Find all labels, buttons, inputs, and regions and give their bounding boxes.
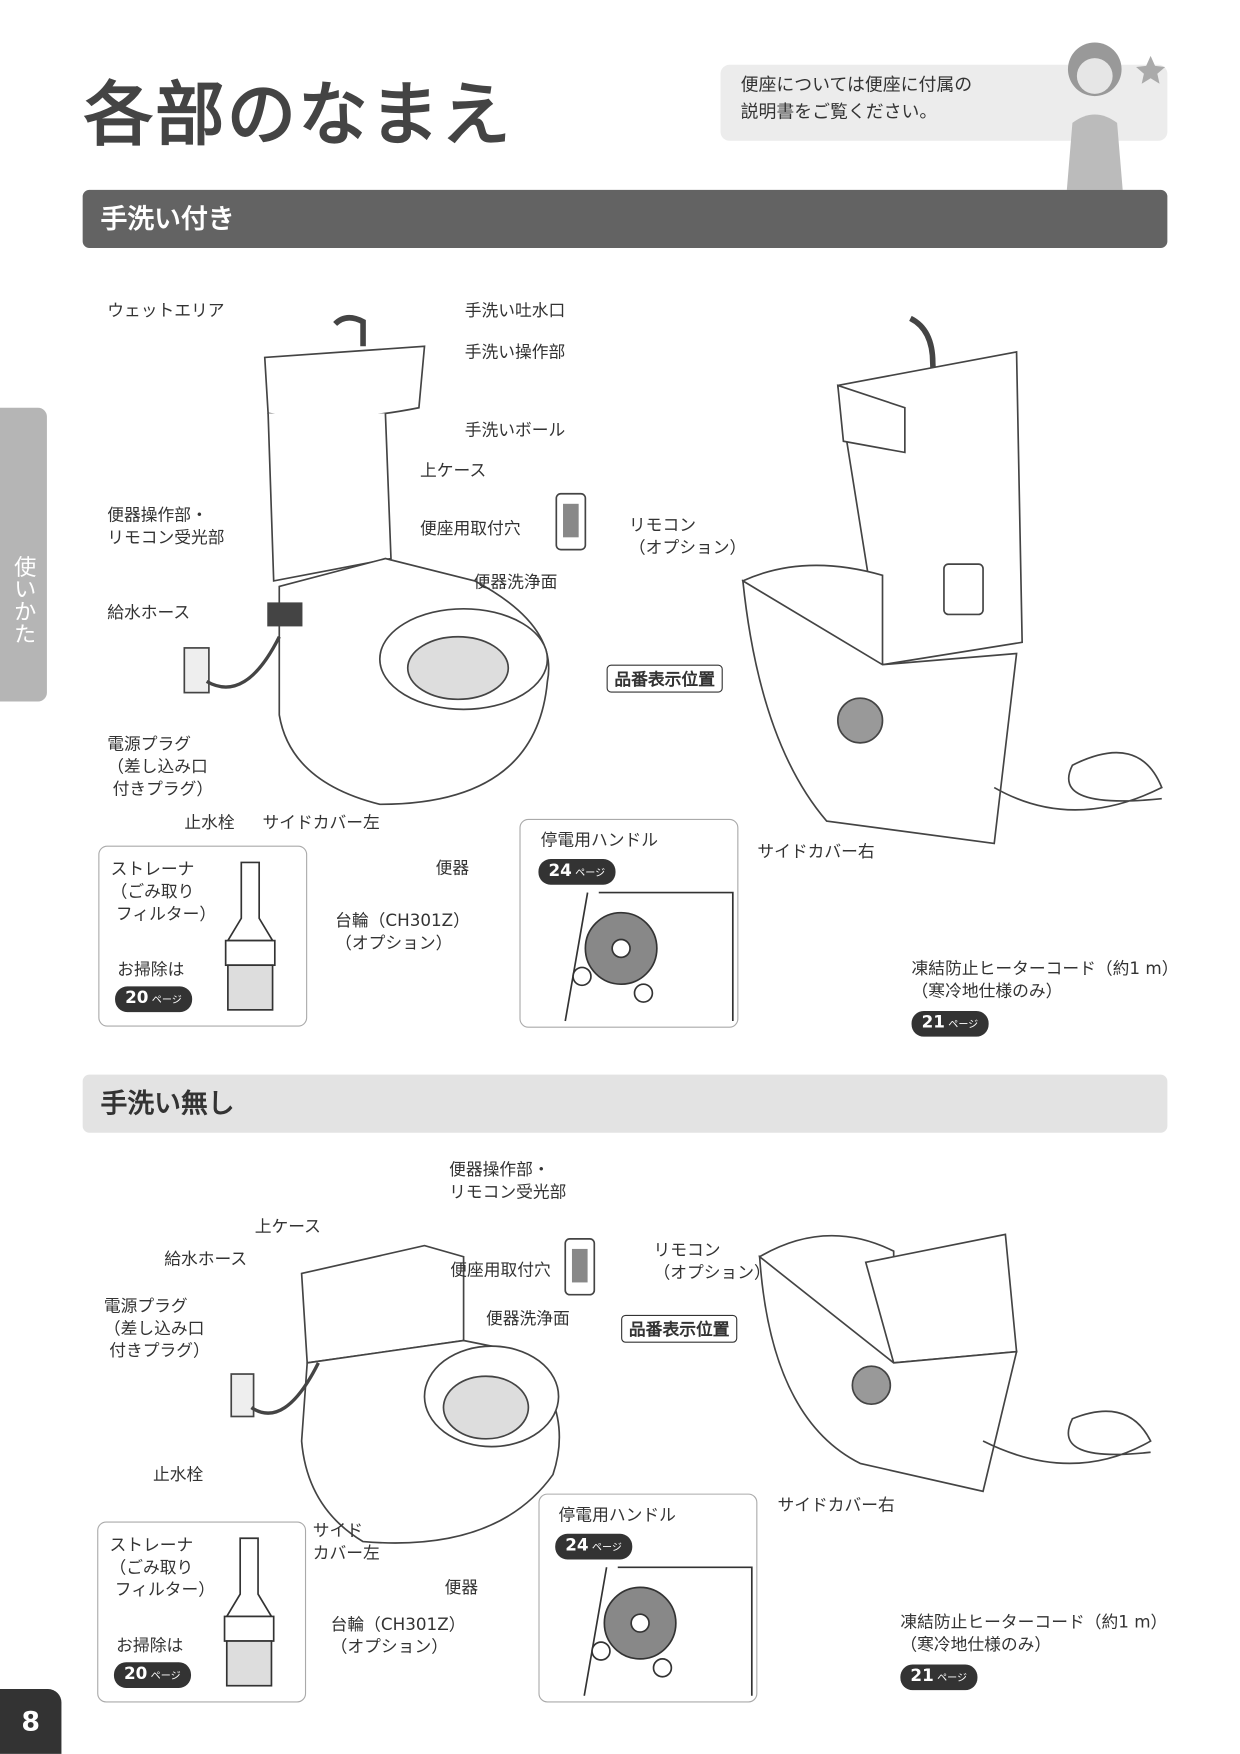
page-ref: 24 [548, 860, 572, 881]
label-supply-hose: 給水ホース [164, 1248, 248, 1270]
label-faucet: 手洗い吐水口 [464, 300, 566, 321]
strainer-label: ストレーナ （ごみ取り フィルター） [109, 1534, 216, 1600]
handle-label: 停電用ハンドル [540, 830, 658, 851]
label-remote: リモコン （オプション） [653, 1239, 771, 1283]
label-seat-holes: 便座用取付穴 [450, 1260, 551, 1281]
woman-illustration [1066, 42, 1166, 190]
section-heading-with-sink: 手洗い付き [82, 189, 1168, 248]
side-tab[interactable]: 使いかた [0, 407, 47, 702]
label-wash-surface: 便器洗浄面 [473, 571, 558, 593]
strainer-illustration [223, 1537, 275, 1687]
page-number: 8 [0, 1689, 62, 1754]
label-supply-hose: 給水ホース [107, 602, 191, 623]
label-model-position: 品番表示位置 [606, 664, 723, 693]
label-side-cover-right: サイドカバー右 [757, 841, 875, 862]
toilet-with-sink-front-illustration [183, 315, 550, 806]
page-unit: ページ [151, 995, 182, 1007]
label-seat-holes: 便座用取付穴 [420, 518, 521, 539]
label-bowl: 便器 [435, 857, 470, 879]
label-power-plug: 電源プラグ （差し込み口 付きプラグ） [103, 1295, 210, 1361]
page-ref: 24 [565, 1534, 589, 1556]
label-base: 台輪（CH301Z） （オプション） [335, 910, 470, 953]
toilet-without-sink-back-illustration [758, 1233, 1152, 1493]
toilet-without-sink-front-illustration [230, 1244, 561, 1544]
label-upper-case: 上ケース [420, 460, 487, 481]
seat-note-text: 便座については便座に付属の 説明書をご覧ください。 [740, 73, 973, 122]
page-ref: 21 [921, 1012, 945, 1033]
handle-illustration [564, 891, 734, 1022]
label-heater-cord: 凍結防止ヒーターコード（約1 m） （寒冷地仕様のみ） [911, 958, 1179, 1001]
strainer-illustration [224, 861, 276, 1011]
strainer-label: ストレーナ （ごみ取り フィルター） [110, 859, 217, 924]
strainer-clean-label: お掃除は [116, 1635, 184, 1656]
label-control-unit: 便器操作部・ リモコン受光部 [107, 504, 225, 548]
label-heater-cord: 凍結防止ヒーターコード（約1 m） （寒冷地仕様のみ） [900, 1611, 1168, 1655]
label-side-cover-left: サイド カバー左 [312, 1520, 380, 1563]
page-unit: ページ [591, 1542, 622, 1554]
label-remote: リモコン （オプション） [628, 514, 747, 558]
label-base: 台輪（CH301Z） （オプション） [330, 1614, 466, 1657]
label-model-position: 品番表示位置 [621, 1314, 738, 1343]
label-stop-valve: 止水栓 [184, 812, 235, 833]
section-heading-without-sink: 手洗い無し [82, 1074, 1168, 1133]
remote-control-icon [564, 1238, 596, 1296]
label-hand-control: 手洗い操作部 [464, 341, 566, 362]
page-unit: ページ [948, 1019, 979, 1032]
strainer-clean-label: お掃除は [117, 959, 185, 980]
label-wet-area: ウェットエリア [107, 300, 225, 321]
label-side-cover-right: サイドカバー右 [777, 1494, 895, 1515]
label-side-cover-left: サイドカバー左 [262, 812, 380, 833]
page-unit: ページ [150, 1671, 181, 1683]
handle-illustration [583, 1566, 753, 1696]
page-unit: ページ [937, 1673, 968, 1685]
page-unit: ページ [575, 867, 606, 880]
handle-label: 停電用ハンドル [558, 1504, 676, 1525]
label-upper-case: 上ケース [254, 1216, 321, 1237]
toilet-with-sink-back-illustration [741, 315, 1163, 845]
page-ref: 20 [125, 987, 149, 1008]
remote-control-icon [555, 492, 587, 551]
label-power-plug: 電源プラグ （差し込み口 付きプラグ） [107, 733, 214, 799]
label-wash-surface: 便器洗浄面 [485, 1308, 570, 1329]
page-title: 各部のなまえ [83, 73, 513, 156]
label-hand-bowl: 手洗いボール [464, 420, 566, 441]
label-bowl: 便器 [444, 1577, 479, 1598]
page-ref: 21 [910, 1665, 934, 1686]
page-ref: 20 [123, 1663, 148, 1684]
label-stop-valve: 止水栓 [153, 1464, 204, 1485]
label-control-unit: 便器操作部・ リモコン受光部 [449, 1159, 567, 1202]
